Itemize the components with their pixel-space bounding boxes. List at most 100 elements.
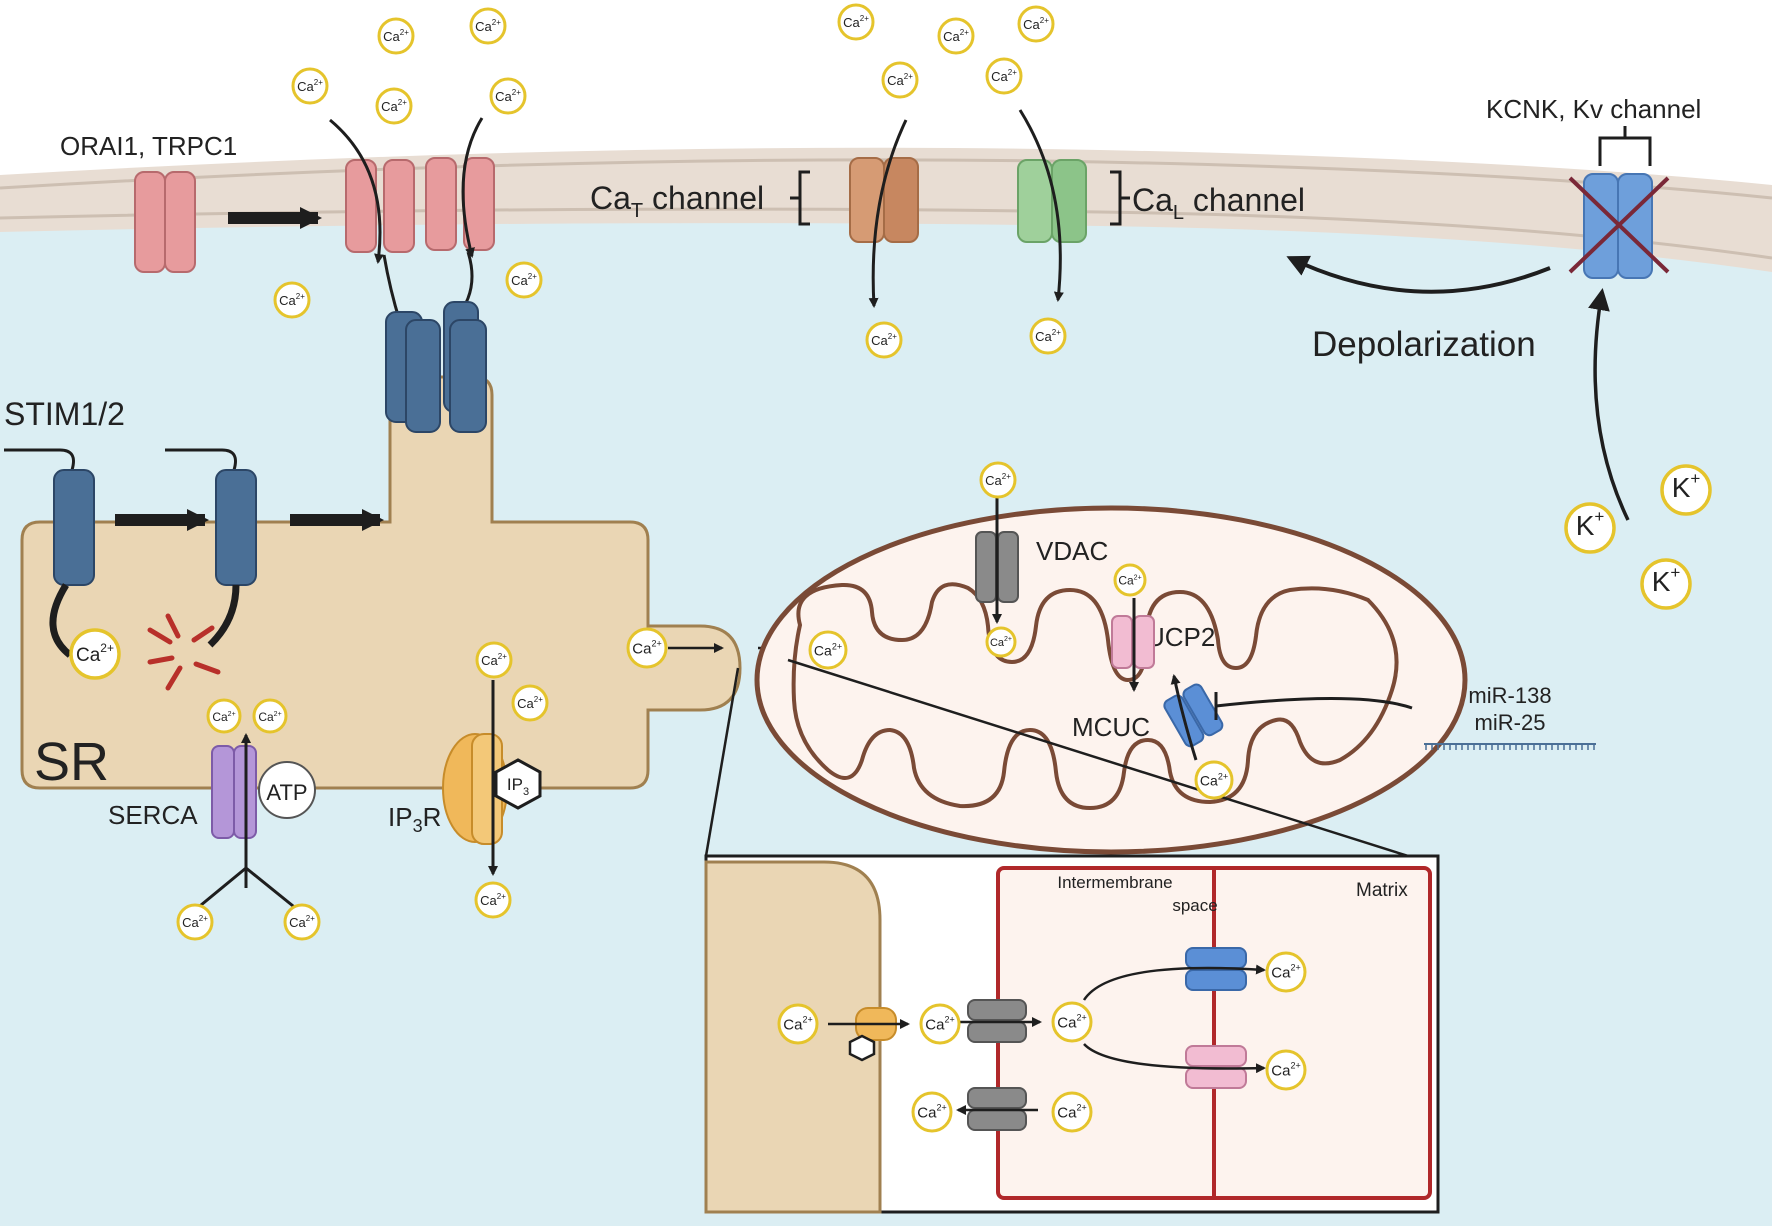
serca-pump — [211, 745, 257, 839]
vdac-label: VDAC — [1036, 536, 1108, 566]
ions-layer: Ca2+ Ca2+ Ca2+ Ca2+ Ca2+ Ca2+ Ca2+ Ca2+ Ca2+ Ca2+… — [69, 3, 1712, 1133]
mir25-label: miR-25 — [1475, 710, 1546, 735]
svg-text:Ca2+: Ca2+ — [1200, 771, 1228, 788]
serca-branch-left — [194, 866, 247, 912]
calcium-ion: Ca2+ — [865, 321, 903, 359]
calcium-ion: Ca2+ — [511, 684, 549, 722]
cat-channel-label: CaT channel — [590, 180, 764, 222]
svg-text:Ca2+: Ca2+ — [258, 710, 281, 724]
calcium-ion: Ca2+ — [474, 881, 512, 919]
calcium-ion: Ca2+ — [1265, 1049, 1307, 1091]
calcium-ion: Ca2+ — [1029, 317, 1067, 355]
inset-ip3-ligand — [848, 1034, 876, 1062]
k-channel-inhibited-cross — [1568, 176, 1670, 274]
svg-text:Ca2+: Ca2+ — [985, 472, 1011, 488]
inset-vdac-bottom — [967, 1087, 1027, 1131]
calcium-ion: Ca2+ — [985, 57, 1023, 95]
calcium-ion: Ca2+ — [808, 630, 848, 670]
calcium-ion: Ca2+ — [626, 627, 668, 669]
serca-branch-right — [245, 866, 299, 912]
svg-text:Ca2+: Ca2+ — [480, 892, 506, 908]
inset-mcuc-arrow — [1082, 964, 1266, 1001]
calcium-ion: Ca2+ — [505, 261, 543, 299]
svg-text:Ca2+: Ca2+ — [1271, 963, 1300, 982]
svg-text:Ca2+: Ca2+ — [925, 1015, 954, 1034]
svg-text:Ca2+: Ca2+ — [1057, 1103, 1086, 1122]
serca-label: SERCA — [108, 800, 198, 830]
stim-label: STIM1/2 — [4, 396, 125, 432]
svg-text:Ca2+: Ca2+ — [887, 72, 913, 88]
membrane-line-inner — [0, 207, 1772, 260]
calcium-ion: Ca2+ — [1017, 5, 1055, 43]
orai-channel-closed — [134, 171, 196, 273]
stim-cluster — [385, 301, 487, 433]
orai-influx-arrow-2 — [461, 117, 484, 258]
calcium-ion: Ca2+ — [919, 1003, 961, 1045]
calcium-ion: Ca2+ — [489, 77, 527, 115]
ip3-ligand — [494, 758, 542, 810]
svg-text:Ca2+: Ca2+ — [1023, 16, 1049, 32]
calcium-ion: Ca2+ — [377, 17, 415, 55]
calcium-ion: Ca2+ — [979, 461, 1017, 499]
intermembrane-label-2: space — [1172, 896, 1217, 915]
potassium-ion: K+ — [1660, 464, 1712, 516]
svg-text:Ca2+: Ca2+ — [1057, 1013, 1086, 1032]
mcuc-uptake-arrow — [1170, 674, 1198, 761]
cal-bracket — [1110, 170, 1130, 226]
calcium-ion: Ca2+ — [1051, 1001, 1093, 1043]
calcium-ion: Ca2+ — [475, 641, 513, 679]
svg-text:Ca2+: Ca2+ — [297, 78, 323, 94]
potassium-ion: K+ — [1564, 502, 1616, 554]
svg-text:Ca2+: Ca2+ — [182, 914, 208, 930]
calcium-ion: Ca2+ — [911, 1091, 953, 1133]
mcuc-label: MCUC — [1072, 712, 1150, 742]
calcium-ion: Ca2+ — [252, 698, 288, 734]
membrane-line-outer — [0, 158, 1772, 200]
svg-text:Ca2+: Ca2+ — [783, 1015, 812, 1034]
zoom-line-right — [787, 658, 1409, 858]
calcium-ion: Ca2+ — [837, 3, 875, 41]
mirna-strand — [1424, 743, 1596, 750]
stim1-tether — [4, 448, 75, 471]
calcium-ion: Ca2+ — [375, 87, 413, 125]
svg-text:Ca2+: Ca2+ — [381, 98, 407, 114]
matrix-label: Matrix — [1356, 880, 1408, 901]
calcium-ion: Ca2+ — [469, 7, 507, 45]
svg-text:Ca2+: Ca2+ — [383, 28, 409, 44]
calcium-ion: Ca2+ — [176, 903, 214, 941]
calcium-ion: Ca2+ — [1051, 1091, 1093, 1133]
calcium-ion: Ca2+ — [881, 61, 919, 99]
zoom-line-left — [704, 667, 740, 857]
ip3-ligand-label: IP3 — [507, 775, 529, 798]
orai-influx-arrow-1 — [329, 118, 384, 264]
mir138-label: miR-138 — [1468, 683, 1551, 708]
svg-text:Ca2+: Ca2+ — [1271, 1061, 1300, 1080]
atp-molecule — [258, 761, 316, 819]
svg-text:Ca2+: Ca2+ — [76, 641, 114, 666]
calcium-ion: Ca2+ — [1113, 563, 1147, 597]
svg-text:Ca2+: Ca2+ — [511, 272, 537, 288]
svg-text:Ca2+: Ca2+ — [814, 641, 842, 658]
ip3r-label: IP3R — [388, 802, 441, 836]
kcnk-label: KCNK, Kv channel — [1486, 94, 1701, 124]
calcium-ion: Ca2+ — [1265, 951, 1307, 993]
svg-text:Ca2+: Ca2+ — [212, 710, 235, 724]
svg-text:Ca2+: Ca2+ — [632, 639, 661, 658]
stim2-tether — [165, 448, 237, 471]
stim1-cylinder — [53, 469, 95, 586]
calcium-ion: Ca2+ — [69, 628, 121, 680]
stim2-tail — [207, 584, 240, 648]
inset-ucp2-arrow — [1083, 1043, 1266, 1074]
svg-text:Ca2+: Ca2+ — [991, 68, 1017, 84]
svg-text:K+: K+ — [1576, 507, 1605, 541]
svg-text:Ca2+: Ca2+ — [495, 88, 521, 104]
cal-channel-label: CaL channel — [1132, 182, 1305, 224]
orai-channel-open-2 — [425, 157, 495, 251]
kcnk-bracket — [1598, 126, 1652, 166]
calcium-ion: Ca2+ — [777, 1003, 819, 1045]
calcium-ion: Ca2+ — [937, 17, 975, 55]
mirna-inhibition-line — [1214, 692, 1413, 720]
svg-text:K+: K+ — [1672, 469, 1701, 503]
orai-label: ORAI1, TRPC1 — [60, 131, 237, 161]
svg-text:Ca2+: Ca2+ — [517, 695, 543, 711]
